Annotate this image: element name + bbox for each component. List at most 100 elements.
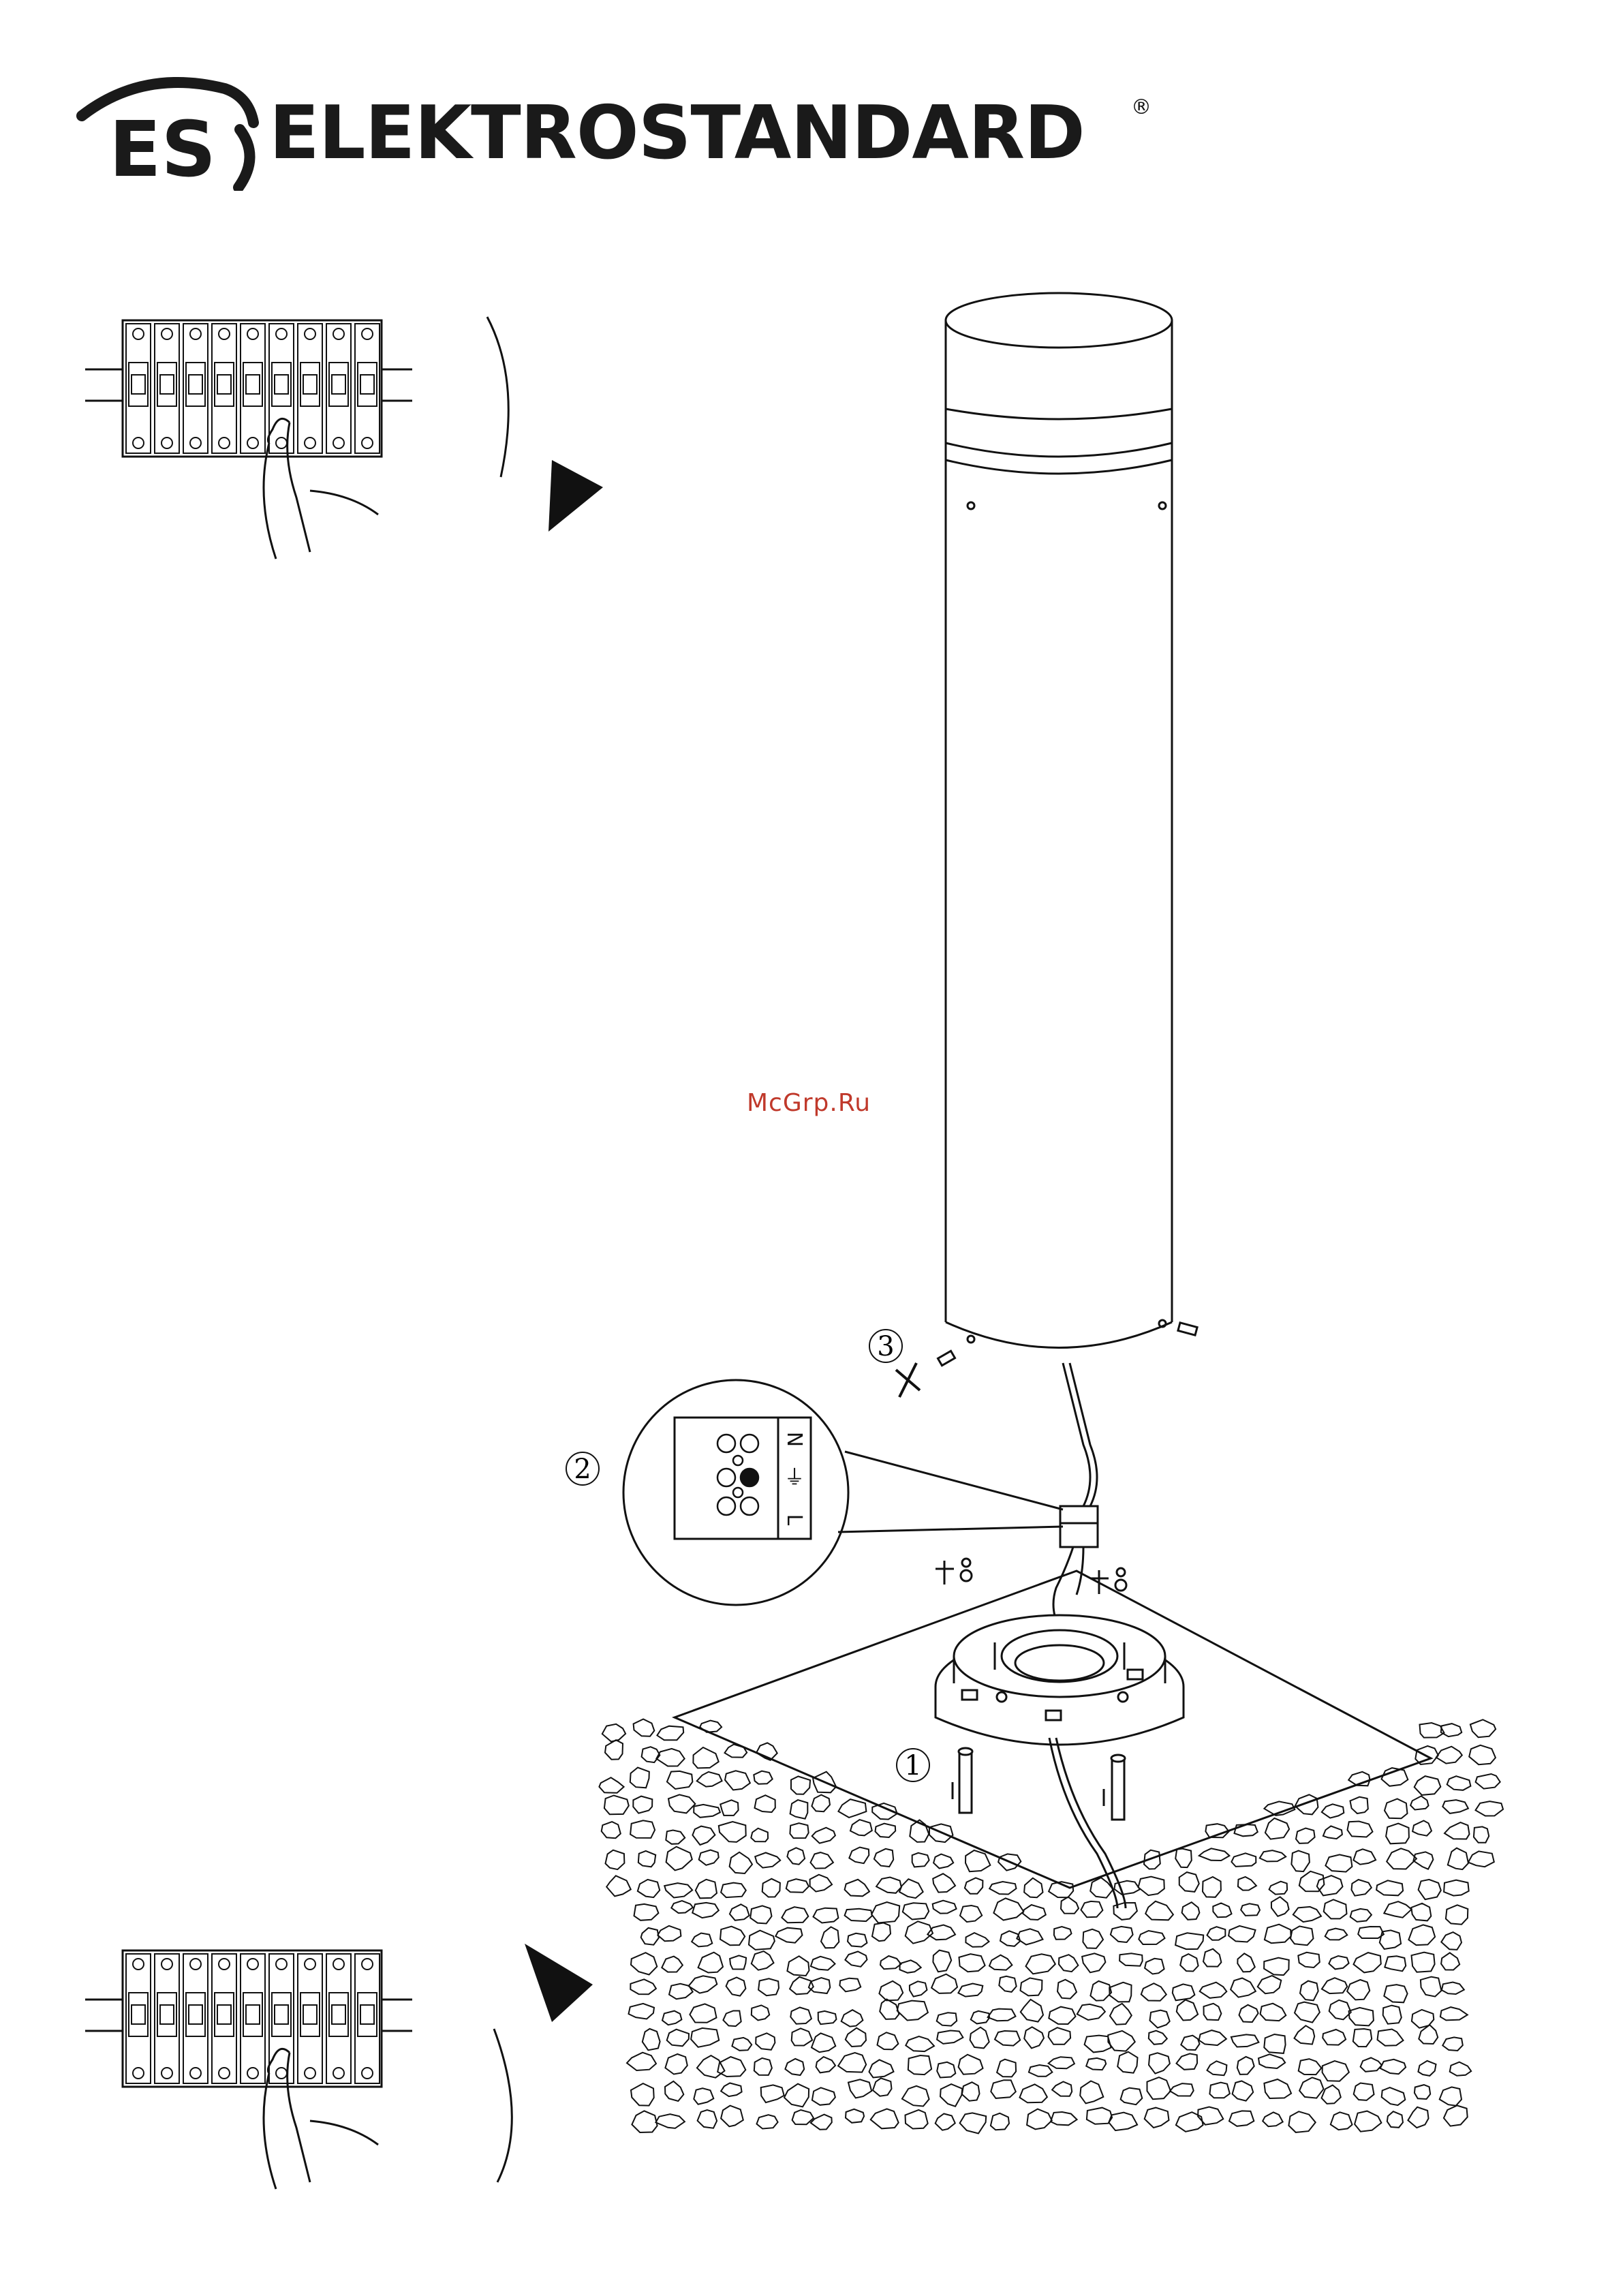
soil-stone — [908, 2055, 931, 2075]
terminal-label-n: N — [782, 1432, 806, 1447]
soil-stone — [757, 2115, 778, 2128]
breaker-on-icon — [85, 1944, 593, 2189]
soil-stone — [1181, 2036, 1199, 2050]
soil-stone — [1295, 1794, 1318, 1814]
soil-stone — [876, 1878, 901, 1893]
soil-stone — [1231, 1853, 1256, 1867]
soil-stone — [962, 2082, 980, 2100]
soil-stone — [933, 1901, 957, 1914]
soil-stone — [698, 1953, 723, 1973]
soil-stone — [662, 2011, 681, 2025]
soil-stone — [1238, 1877, 1256, 1891]
soil-stone — [664, 1883, 692, 1897]
soil-stone — [1241, 1903, 1260, 1916]
soil-stone — [812, 1828, 835, 1843]
soil-stone — [931, 1974, 957, 1993]
soil-stone — [754, 1771, 772, 1784]
soil-stone — [1385, 1799, 1408, 1819]
soil-stone — [1440, 2007, 1468, 2020]
soil-stone — [1358, 1927, 1384, 1938]
soil-stone — [1300, 1981, 1318, 2001]
soil-stone — [658, 1926, 681, 1941]
soil-stone — [814, 1908, 839, 1923]
soil-stone — [762, 1879, 780, 1897]
soil-stone — [1059, 1955, 1078, 1972]
soil-stone — [1322, 1804, 1344, 1818]
svg-text:1: 1 — [904, 1750, 921, 1781]
soil-stone — [1021, 2000, 1043, 2022]
soil-stone — [1083, 1929, 1103, 1948]
soil-stone — [606, 1876, 631, 1896]
soil-stone — [1237, 2057, 1254, 2075]
soil-stone — [1291, 1851, 1310, 1872]
soil-stone — [912, 1853, 929, 1867]
soil-stone — [848, 2079, 871, 2098]
soil-stone — [790, 1800, 808, 1819]
soil-stone — [1442, 2037, 1463, 2051]
soil-stone — [1323, 2030, 1346, 2045]
soil-stone — [602, 1724, 625, 1742]
soil-stone — [1173, 1984, 1195, 2000]
soil-stone — [910, 1981, 927, 1996]
soil-stone — [732, 2038, 752, 2051]
soil-stone — [665, 2054, 687, 2075]
soil-stone — [758, 1978, 779, 1995]
soil-stone — [1415, 1776, 1441, 1795]
soil-stone — [1299, 1871, 1325, 1891]
soil-stone — [1347, 1980, 1370, 2000]
soil-stone — [880, 1956, 901, 1969]
soil-stone — [638, 1880, 660, 1897]
soil-stone — [933, 1854, 953, 1869]
soil-stone — [993, 1898, 1023, 1920]
soil-stone — [691, 2028, 719, 2047]
soil-stone — [1203, 1949, 1221, 1967]
soil-stone — [845, 1880, 869, 1897]
soil-stone — [988, 2009, 1016, 2021]
soil-stone — [1408, 1925, 1435, 1945]
soil-stone — [878, 2032, 899, 2049]
soil-stone — [1049, 2057, 1075, 2068]
soil-stone — [1322, 2085, 1341, 2104]
soil-stone — [692, 1826, 715, 1845]
soil-stone — [1476, 1801, 1504, 1816]
soil-stone — [749, 1931, 775, 1950]
soil-stone — [668, 1794, 695, 1813]
terminal-detail-callout — [623, 1380, 1063, 1605]
soil-stone — [1026, 1954, 1055, 1974]
soil-stone — [902, 2086, 929, 2107]
terminal-block — [1053, 1506, 1098, 1629]
soil-stone — [1317, 1876, 1343, 1895]
soil-stone — [786, 1879, 809, 1893]
soil-stone — [775, 1928, 802, 1943]
soil-stone — [811, 1852, 833, 1869]
soil-stone — [1323, 1826, 1342, 1839]
soil-stone — [699, 1850, 719, 1865]
terminal-label-l: L — [782, 1514, 806, 1526]
soil-stone — [730, 1955, 746, 1969]
soil-stone — [849, 1848, 869, 1864]
soil-stone — [692, 1903, 719, 1918]
soil-stone — [754, 2058, 772, 2075]
soil-stone — [1199, 1848, 1230, 1861]
soil-stone — [869, 2060, 894, 2077]
soil-stone — [725, 1771, 750, 1790]
soil-stone — [665, 2081, 683, 2101]
soil-stone — [841, 2010, 863, 2026]
soil-stone — [723, 2011, 741, 2027]
soil-stone — [1057, 1980, 1077, 1999]
soil-stone — [1141, 1983, 1166, 2001]
soil-stone — [997, 2060, 1016, 2077]
soil-stone — [933, 1950, 951, 1972]
soil-stone — [1269, 1882, 1288, 1895]
soil-stone — [719, 1822, 746, 1842]
soil-stone — [1200, 1983, 1227, 1998]
soil-stone — [936, 2114, 955, 2130]
soil-stone — [1175, 1849, 1192, 1868]
soil-stone — [1271, 1897, 1289, 1916]
soil-stone — [1352, 1880, 1372, 1896]
soil-stone — [1380, 2060, 1406, 2074]
soil-stone — [1090, 1981, 1111, 2001]
soil-stone — [1170, 2083, 1194, 2096]
soil-stone — [1410, 1796, 1428, 1809]
soil-stone — [630, 1768, 649, 1788]
